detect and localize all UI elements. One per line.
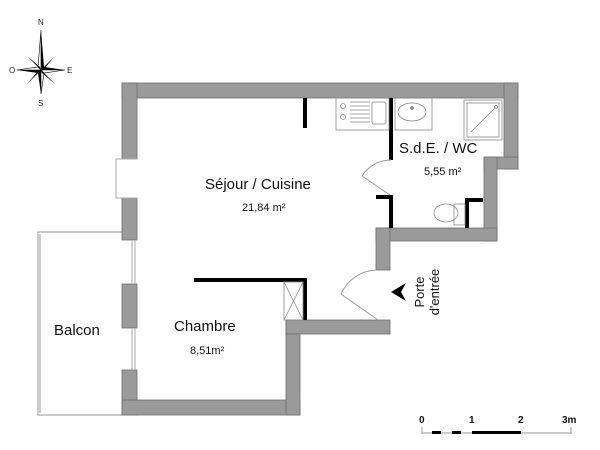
compass-west-label: O (9, 66, 16, 75)
entry-arrow-icon (391, 283, 406, 301)
entrance-label: Porte d'entrée (412, 262, 462, 322)
room-name-chambre: Chambre (174, 318, 236, 335)
scale-tick-0: 0 (419, 415, 425, 426)
scale-tick-3: 3m (562, 415, 577, 426)
scale-tick-1: 1 (469, 415, 475, 426)
room-area-sde: 5,55 m² (424, 166, 462, 178)
compass-north-label: N (38, 18, 44, 27)
washbasin (394, 97, 433, 131)
scale-bar (421, 427, 572, 434)
compass-rose-icon (16, 29, 66, 95)
partitions (194, 98, 483, 320)
room-name-sejour: Séjour / Cuisine (205, 176, 311, 193)
closet (283, 281, 304, 321)
exterior-walls (121, 82, 519, 416)
kitchen-counter (335, 97, 390, 131)
toilet (433, 203, 466, 226)
entrance-label-line2: d'entrée (427, 268, 442, 316)
compass-east-label: E (67, 66, 73, 75)
windows (115, 158, 137, 370)
compass-south-label: S (38, 99, 44, 108)
shower (463, 99, 503, 141)
room-area-chambre: 8,51m² (190, 345, 225, 357)
scale-tick-2: 2 (518, 415, 524, 426)
doors (340, 159, 392, 321)
entrance-label-line1: Porte (412, 276, 427, 308)
room-name-sde: S.d.E. / WC (399, 140, 478, 157)
room-area-sejour: 21,84 m² (242, 202, 286, 214)
room-name-balcon: Balcon (54, 322, 100, 339)
balcony-outline (37, 231, 122, 416)
